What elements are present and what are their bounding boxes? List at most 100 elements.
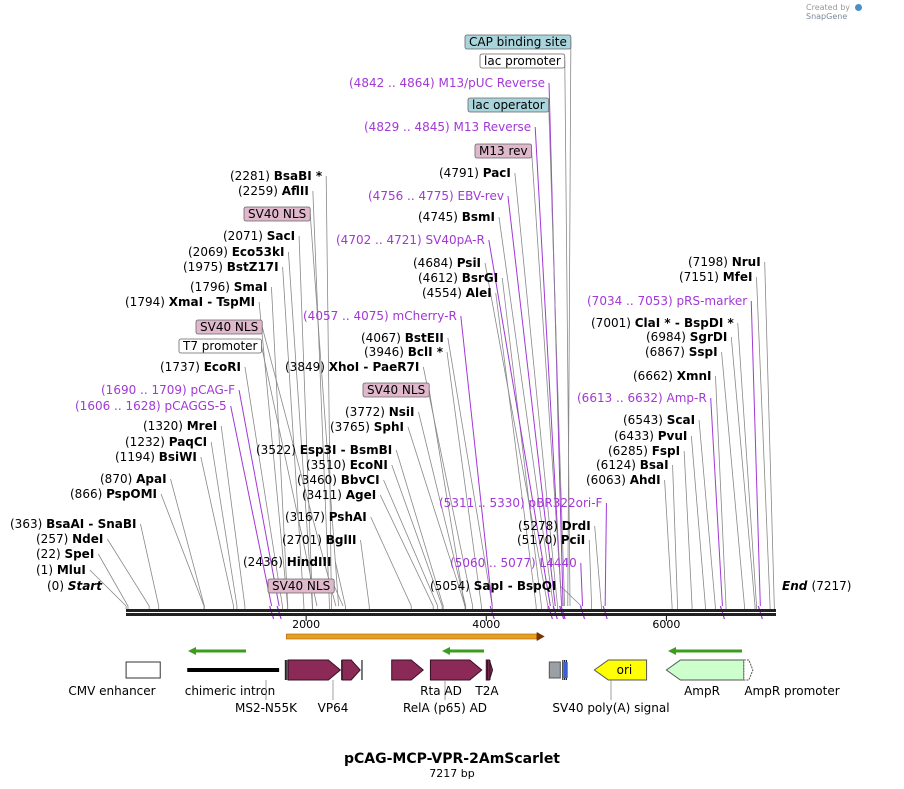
site-label: (3772) NsiI — [345, 405, 414, 419]
site-label: (4791) PacI — [439, 166, 511, 180]
chimeric-intron-bar — [187, 668, 280, 672]
feature-label: T2A — [474, 684, 499, 698]
primer-leader-line — [230, 405, 273, 607]
site-label: (6124) BsaI — [596, 458, 669, 472]
site-leader-line — [220, 425, 246, 609]
primer-tick — [757, 605, 763, 620]
cmv-enhancer-box — [125, 661, 161, 679]
site-label: (6285) FspI — [608, 444, 680, 458]
feature-name-box — [479, 53, 566, 69]
green-direction-head — [668, 647, 676, 655]
site-leader-line — [395, 449, 444, 609]
site-leader-line — [107, 538, 150, 609]
leader-lines — [89, 41, 775, 620]
site-leader-line — [210, 441, 238, 609]
site-label: (2071) SacI — [223, 229, 295, 243]
green-direction-head — [442, 647, 450, 655]
site-leader-line — [721, 351, 745, 609]
primer-label: (4829 .. 4845) M13 Reverse — [364, 120, 531, 134]
feature-name-box-label: CAP binding site — [469, 35, 567, 49]
site-leader-line — [756, 276, 771, 609]
site-label: (3460) BbvCI — [297, 473, 380, 487]
start-label: (0) Start — [47, 579, 103, 593]
site-label: (1194) BsiWI — [115, 450, 197, 464]
scale-tick-label: 6000 — [652, 618, 680, 631]
site-leader-line — [170, 478, 205, 609]
site-leader-line — [379, 494, 434, 609]
site-leader-line — [683, 450, 693, 609]
polyA-box — [548, 661, 561, 679]
primer-tick — [602, 605, 608, 620]
site-leader-line — [370, 516, 412, 609]
feature-name-box — [362, 382, 430, 398]
site-leader-line — [698, 419, 716, 609]
site-leader-line — [764, 261, 775, 609]
feature-name-box-label: SV40 NLS — [367, 383, 425, 397]
plasmid-name: pCAG-MCP-VPR-2AmScarlet — [344, 751, 560, 767]
site-leader-line — [594, 525, 602, 609]
primer-leader-line — [710, 397, 723, 607]
orf-bar — [286, 633, 537, 640]
feature-name-box-label: SV40 NLS — [200, 320, 258, 334]
site-label: (1975) BstZ17I — [183, 260, 279, 274]
feature-label: Rta AD — [420, 684, 462, 698]
site-label: (1) MluI — [36, 563, 86, 577]
site-leader-line — [501, 277, 542, 609]
site-label: (3946) BclI * — [364, 345, 444, 359]
cds-arrow — [391, 659, 424, 681]
ori-label: ori — [617, 663, 633, 677]
site-label: (7198) NruI — [688, 255, 761, 269]
feature-track: ori — [125, 632, 754, 681]
cds-arrow — [287, 659, 342, 681]
primer-label: (4842 .. 4864) M13/pUC Reverse — [349, 76, 545, 90]
site-label: (4612) BsrGI — [418, 271, 498, 285]
site-leader-line — [200, 456, 234, 609]
site-label: (4554) AleI — [422, 286, 492, 300]
feature-name-box — [464, 34, 572, 50]
primer-tick — [559, 605, 565, 620]
cds-arrow — [341, 659, 361, 681]
site-label: (5278) DrdI — [518, 519, 591, 533]
site-label: (3522) Esp3I - BsmBI — [256, 443, 392, 457]
site-label: (1794) XmaI - TspMI — [125, 295, 255, 309]
primer-label: (4756 .. 4775) EBV-rev — [368, 189, 504, 203]
site-leader-line — [495, 292, 537, 609]
site-label: (22) SpeI — [36, 547, 94, 561]
feature-name-box — [178, 338, 262, 354]
feature-label: SV40 poly(A) signal — [552, 701, 669, 715]
site-leader-line — [664, 479, 673, 609]
backbone-strand-top — [126, 609, 776, 612]
site-label: (5170) PciI — [517, 533, 585, 547]
site-label: (3411) AgeI — [302, 488, 376, 502]
primer-label: (5311 .. 5330) pBR322ori-F — [439, 496, 603, 510]
primer-tick — [719, 605, 725, 620]
ampr-promoter-arrow — [743, 659, 754, 681]
end-label: End (7217) — [782, 579, 851, 593]
site-leader-line — [391, 464, 443, 609]
site-label: (1232) PaqCI — [125, 435, 207, 449]
site-label: (6867) SspI — [645, 345, 718, 359]
box-leader-line — [564, 60, 571, 607]
cds-arrow — [429, 659, 483, 681]
primer-leader-line — [238, 389, 280, 607]
site-leader-line — [89, 569, 127, 609]
feature-label: VP64 — [318, 701, 349, 715]
primer-tick — [547, 605, 553, 620]
site-label: (2701) BglII — [282, 533, 357, 547]
site-label: (1320) MreI — [143, 419, 217, 433]
site-label: (4745) BsmI — [418, 210, 495, 224]
primer-label: (4057 .. 4075) mCherry-R — [303, 309, 457, 323]
site-label: (6543) ScaI — [623, 413, 695, 427]
box-leader-line — [261, 326, 337, 607]
site-leader-line — [325, 175, 332, 609]
site-label: (6662) XmnI — [633, 369, 711, 383]
site-leader-line — [422, 366, 474, 609]
primer-label: (7034 .. 7053) pRS-marker — [587, 294, 747, 308]
site-leader-line — [672, 464, 678, 609]
site-leader-line — [737, 322, 757, 609]
site-label: (2069) Eco53kI — [188, 245, 284, 259]
site-leader-line — [588, 539, 593, 609]
primer-tick — [560, 605, 566, 620]
